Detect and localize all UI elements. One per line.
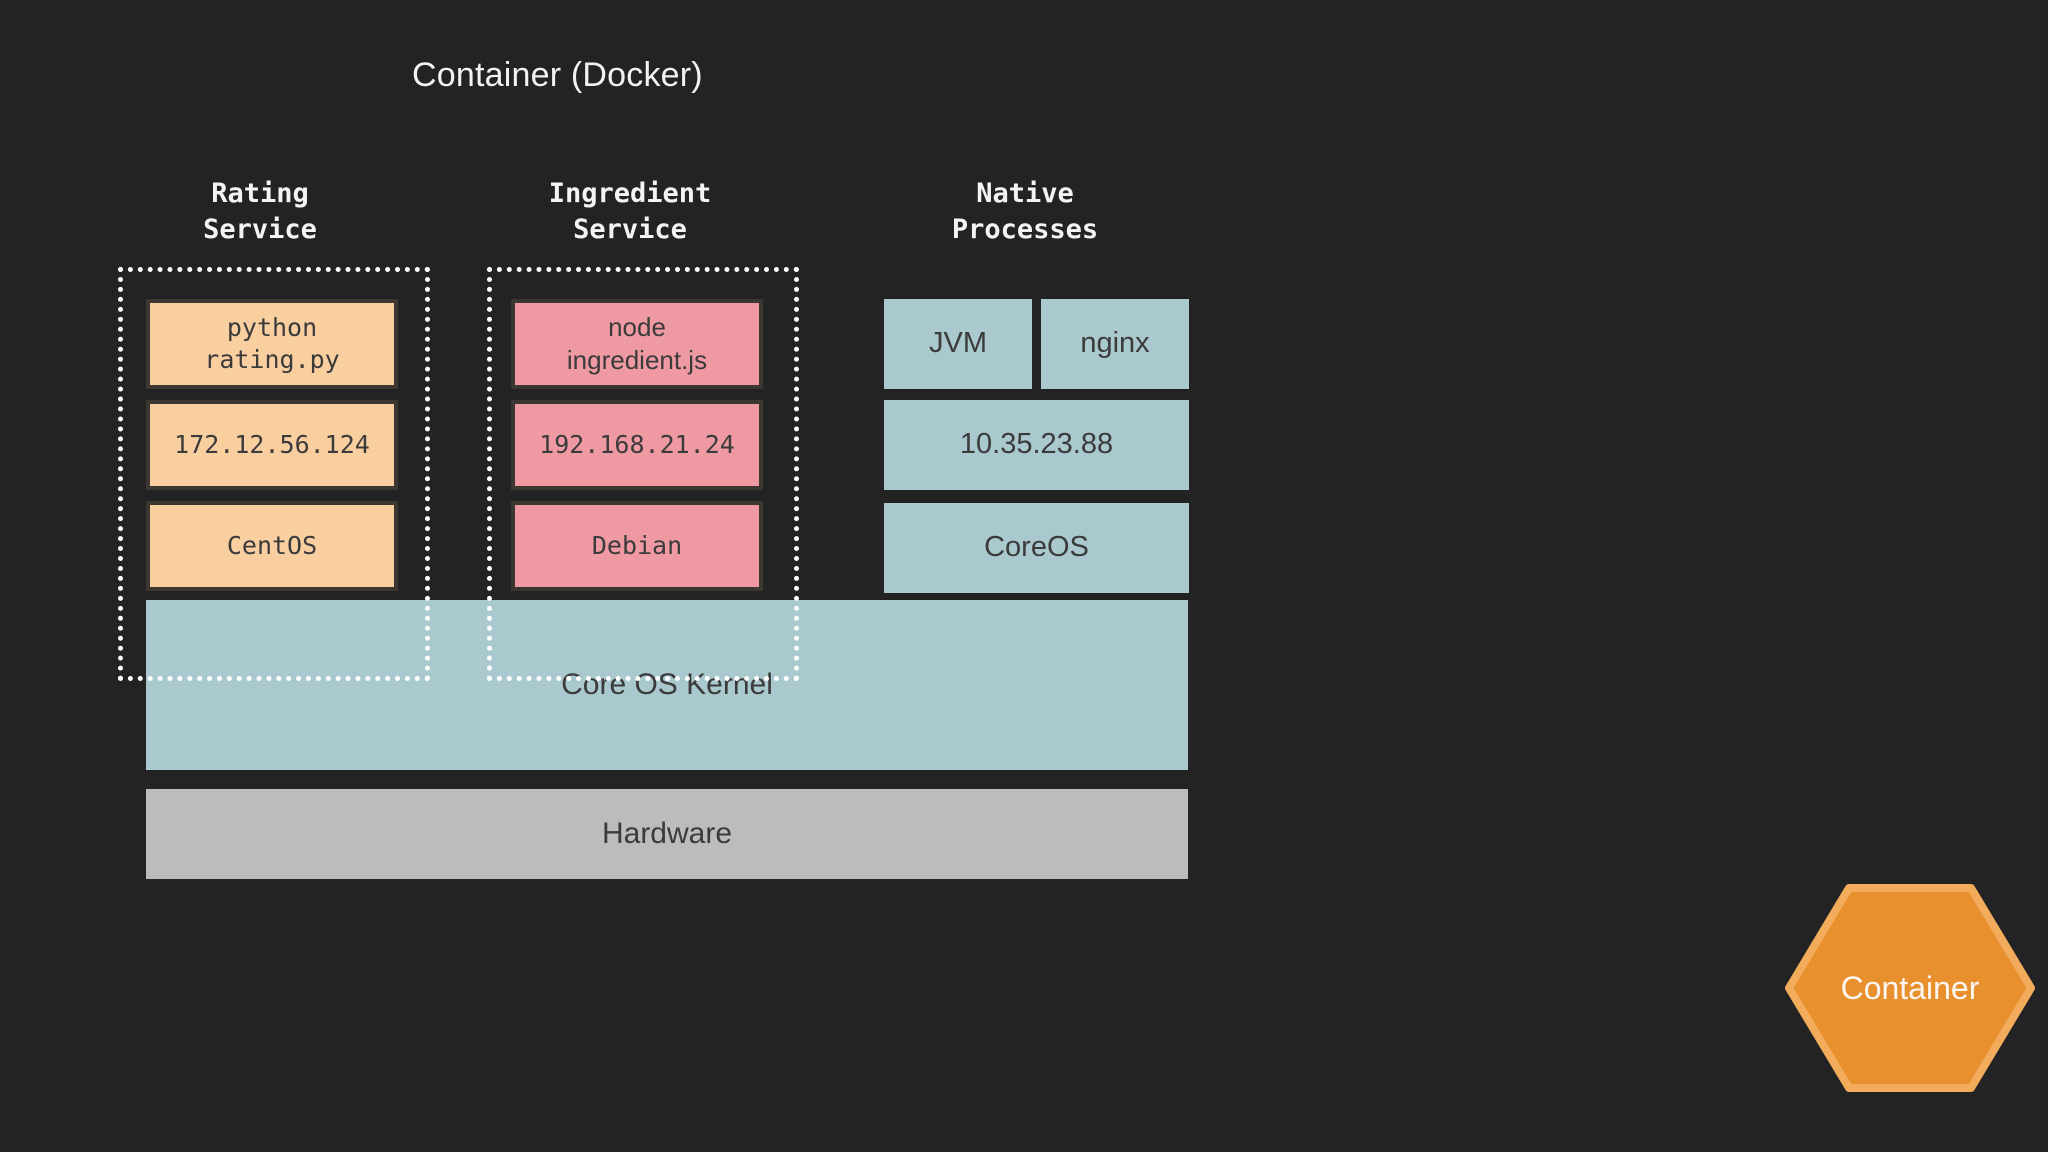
- box-native-jvm-label: JVM: [929, 327, 987, 360]
- page-title: Container (Docker): [412, 56, 703, 94]
- service-boundary-ingredient: [487, 267, 799, 681]
- column-header-native-processes: Native Processes: [951, 178, 1099, 245]
- box-native-os: CoreOS: [884, 503, 1189, 593]
- box-ingredient-ip-label: 192.168.21.24: [539, 430, 735, 459]
- box-native-ip-label: 10.35.23.88: [959, 428, 1114, 461]
- column-header-ingredient-service: Ingredient Service: [548, 178, 712, 245]
- box-native-jvm: JVM: [884, 299, 1032, 389]
- box-rating-ip-label: 172.12.56.124: [174, 430, 370, 459]
- layer-hardware-label: Hardware: [601, 817, 733, 850]
- column-header-rating-service: Rating Service: [203, 178, 317, 245]
- container-badge[interactable]: Container: [1785, 884, 2035, 1092]
- hexagon-icon: [1785, 884, 2035, 1092]
- box-ingredient-process: node ingredient.js: [511, 299, 763, 389]
- box-rating-os-label: CentOS: [226, 531, 318, 560]
- layer-core-os-kernel-label: Core OS Kernel: [561, 668, 773, 701]
- box-ingredient-ip: 192.168.21.24: [511, 400, 763, 490]
- box-native-nginx-label: nginx: [1080, 327, 1150, 360]
- box-native-ip: 10.35.23.88: [884, 400, 1189, 490]
- box-rating-ip: 172.12.56.124: [146, 400, 398, 490]
- box-native-nginx: nginx: [1041, 299, 1189, 389]
- layer-core-os-kernel: Core OS Kernel: [146, 600, 1188, 770]
- service-boundary-rating: [118, 267, 430, 681]
- box-ingredient-process-label: node ingredient.js: [566, 311, 708, 375]
- box-rating-process: python rating.py: [146, 299, 398, 389]
- layer-hardware: Hardware: [146, 789, 1188, 879]
- box-rating-os: CentOS: [146, 501, 398, 591]
- box-ingredient-os: Debian: [511, 501, 763, 591]
- box-rating-process-label: python rating.py: [204, 313, 340, 374]
- box-ingredient-os-label: Debian: [591, 531, 683, 560]
- box-native-os-label: CoreOS: [984, 531, 1089, 564]
